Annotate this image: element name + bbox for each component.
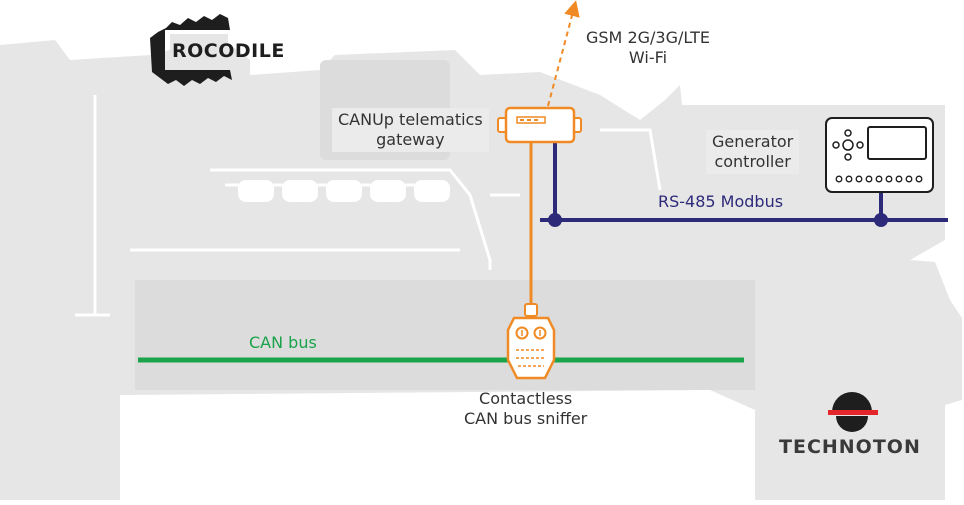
gateway-label: CANUp telematics gateway: [332, 108, 489, 152]
gsm-label-line1: GSM 2G/3G/LTE: [586, 28, 710, 47]
can-sniffer-icon: [506, 303, 556, 380]
gateway-label-line1: CANUp telematics: [338, 110, 483, 129]
canup-gateway-icon: [497, 106, 582, 144]
can-bus-label: CAN bus: [249, 333, 317, 352]
sniffer-label-line2: CAN bus sniffer: [464, 409, 588, 428]
modbus-junction-controller: [874, 213, 888, 227]
generator-label-line2: controller: [714, 152, 791, 171]
sniffer-label-line1: Contactless: [479, 389, 573, 408]
generator-controller-label: Generator controller: [706, 130, 800, 174]
gateway-label-line2: gateway: [376, 130, 445, 149]
generator-label-line1: Generator: [712, 132, 794, 151]
sniffer-label: Contactless CAN bus sniffer: [464, 389, 587, 429]
generator-controller-icon: [825, 117, 934, 193]
gsm-label: GSM 2G/3G/LTE Wi-Fi: [586, 28, 710, 68]
valve-cover-bumps: [238, 180, 450, 202]
technoton-logo-icon: [828, 392, 878, 432]
crocodile-logo-icon: [150, 14, 232, 86]
gsm-label-line2: Wi-Fi: [628, 48, 668, 67]
technoton-logo-text: TECHNOTON: [779, 436, 921, 458]
rs485-label: RS-485 Modbus: [658, 192, 784, 211]
crocodile-logo-text: ROCODILE: [172, 40, 285, 62]
modbus-junction-gateway: [548, 213, 562, 227]
wireless-arrow: [547, 0, 580, 107]
